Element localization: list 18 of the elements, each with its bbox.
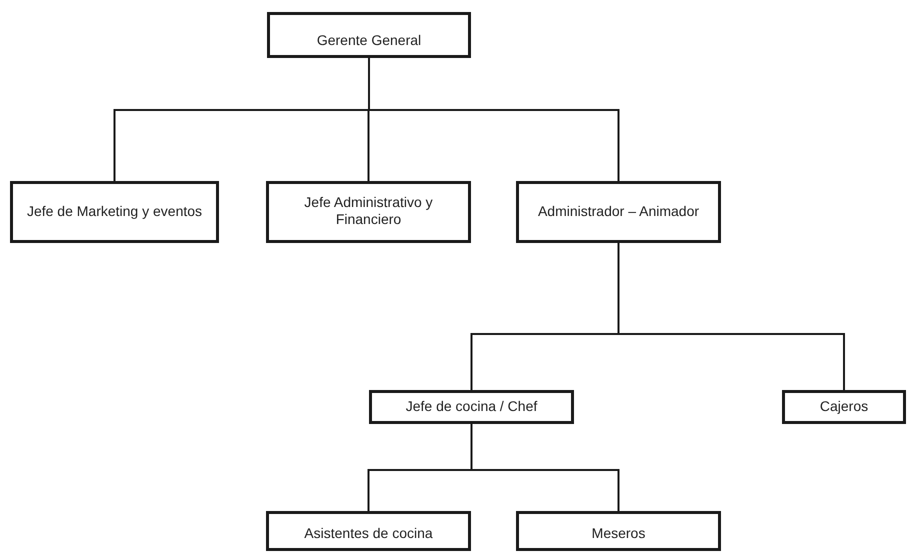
position-title: Jefe de cocina / Chef [406,398,538,415]
connector-line [368,58,620,181]
org-box [266,511,471,551]
org-box [782,390,906,424]
org-box [369,390,574,424]
position-title: Gerente General [316,32,422,49]
org-box [10,181,219,243]
org-box [266,181,471,243]
position-title: Asistentes de cocina [304,525,433,542]
position-title: Cajeros [820,398,868,415]
org-box [267,12,471,58]
position-title: Administrador – Animador [538,202,700,220]
connector-line [618,243,845,390]
position-title: Jefe de Marketing y eventos [26,202,202,220]
org-box [516,181,721,243]
org-box [516,511,721,551]
position-title: Jefe Administrativo y Financiero [303,194,434,228]
position-title: Meseros [592,525,646,542]
